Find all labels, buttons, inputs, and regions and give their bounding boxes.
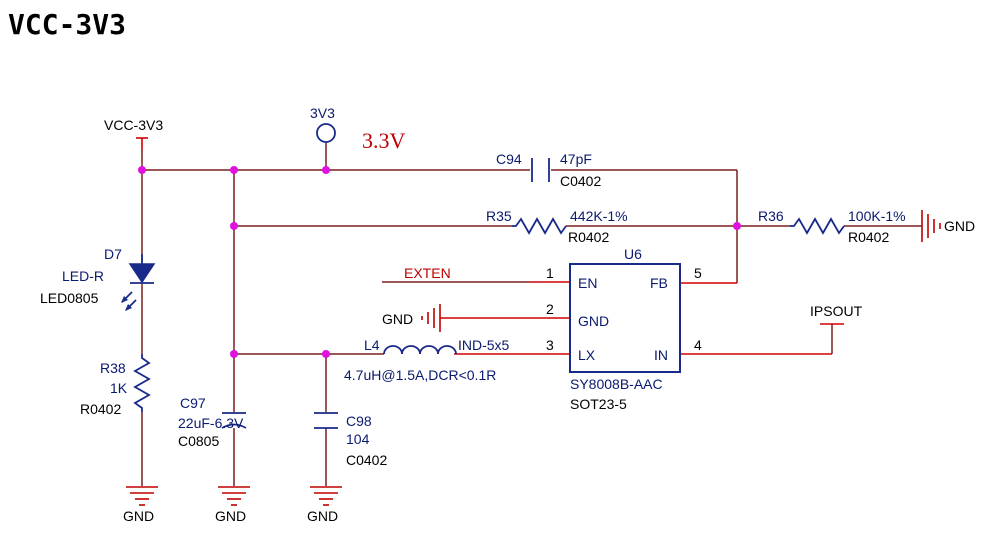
port-3v3-label: 3V3: [310, 105, 335, 121]
l4-ref: L4: [364, 337, 380, 353]
capacitor-c98: [314, 412, 338, 429]
c97-footprint: C0805: [178, 433, 219, 449]
gnd-symbol-u6-pin2: [421, 304, 441, 332]
u6-body: [569, 263, 681, 373]
r35-value: 442K-1%: [570, 208, 628, 224]
capacitor-c94: [531, 158, 550, 182]
c94-ref: C94: [496, 151, 522, 167]
capacitor-c97: [221, 412, 247, 429]
r35-footprint: R0402: [568, 229, 609, 245]
u6-ref: U6: [624, 246, 642, 262]
gnd-label-c98: GND: [307, 508, 338, 524]
wires: [141, 142, 922, 486]
u6-part: SY8008B-AAC: [570, 376, 663, 392]
gnd-symbol-r36: [921, 210, 941, 242]
r38-value: 1K: [110, 380, 128, 396]
page-title: VCC-3V3: [8, 8, 126, 41]
u6-pin5-num: 5: [694, 265, 702, 281]
ipsout-net-label: IPSOUT: [810, 303, 863, 319]
l4-value: IND-5x5: [458, 337, 510, 353]
c98-footprint: C0402: [346, 452, 387, 468]
u6-pin-en: EN: [578, 275, 597, 291]
l4-spec: 4.7uH@1.5A,DCR<0.1R: [344, 367, 496, 383]
gnd-symbol-c97: [218, 486, 250, 506]
c98-value: 104: [346, 431, 370, 447]
d7-value: LED-R: [62, 268, 104, 284]
gnd-symbol-led: [126, 486, 158, 506]
gnd-label-c97: GND: [215, 508, 246, 524]
u6-pin4-num: 4: [694, 337, 702, 353]
gnd-symbol-c98: [310, 486, 342, 506]
u6-pin2-num: 2: [546, 301, 554, 317]
c94-value: 47pF: [560, 151, 592, 167]
resistor-r38: [133, 354, 151, 412]
r38-ref: R38: [100, 360, 126, 376]
u6-pin3-num: 3: [546, 337, 554, 353]
u6-pin-lines: [440, 281, 832, 355]
u6-pin1-num: 1: [546, 265, 554, 281]
u6-pin-lx: LX: [578, 347, 596, 363]
u6-pin-gnd: GND: [578, 313, 609, 329]
c97-value: 22uF-6.3V: [178, 415, 244, 431]
r36-footprint: R0402: [848, 229, 889, 245]
resistor-r36: [790, 217, 845, 235]
junction-dots: [138, 166, 741, 358]
port-3v3-circle: [316, 123, 336, 143]
r36-value: 100K-1%: [848, 208, 906, 224]
c94-footprint: C0402: [560, 173, 601, 189]
resistor-r35: [512, 217, 567, 235]
inductor-l4: [383, 345, 457, 355]
voltage-note: 3.3V: [362, 128, 406, 153]
u6-pin-in: IN: [654, 347, 668, 363]
c98-ref: C98: [346, 413, 372, 429]
d7-footprint: LED0805: [40, 290, 99, 306]
u6-package: SOT23-5: [570, 396, 627, 412]
d7-ref: D7: [104, 246, 122, 262]
vcc-3v3-label: VCC-3V3: [104, 117, 163, 133]
c97-ref: C97: [180, 395, 206, 411]
exten-net-label: EXTEN: [404, 265, 451, 281]
led-d7: [121, 254, 156, 311]
gnd-label-u6: GND: [382, 311, 413, 327]
u6-pin-fb: FB: [650, 275, 668, 291]
gnd-label-led: GND: [123, 508, 154, 524]
r35-ref: R35: [486, 208, 512, 224]
gnd-label-r36: GND: [944, 218, 975, 234]
r36-ref: R36: [758, 208, 784, 224]
r38-footprint: R0402: [80, 401, 121, 417]
